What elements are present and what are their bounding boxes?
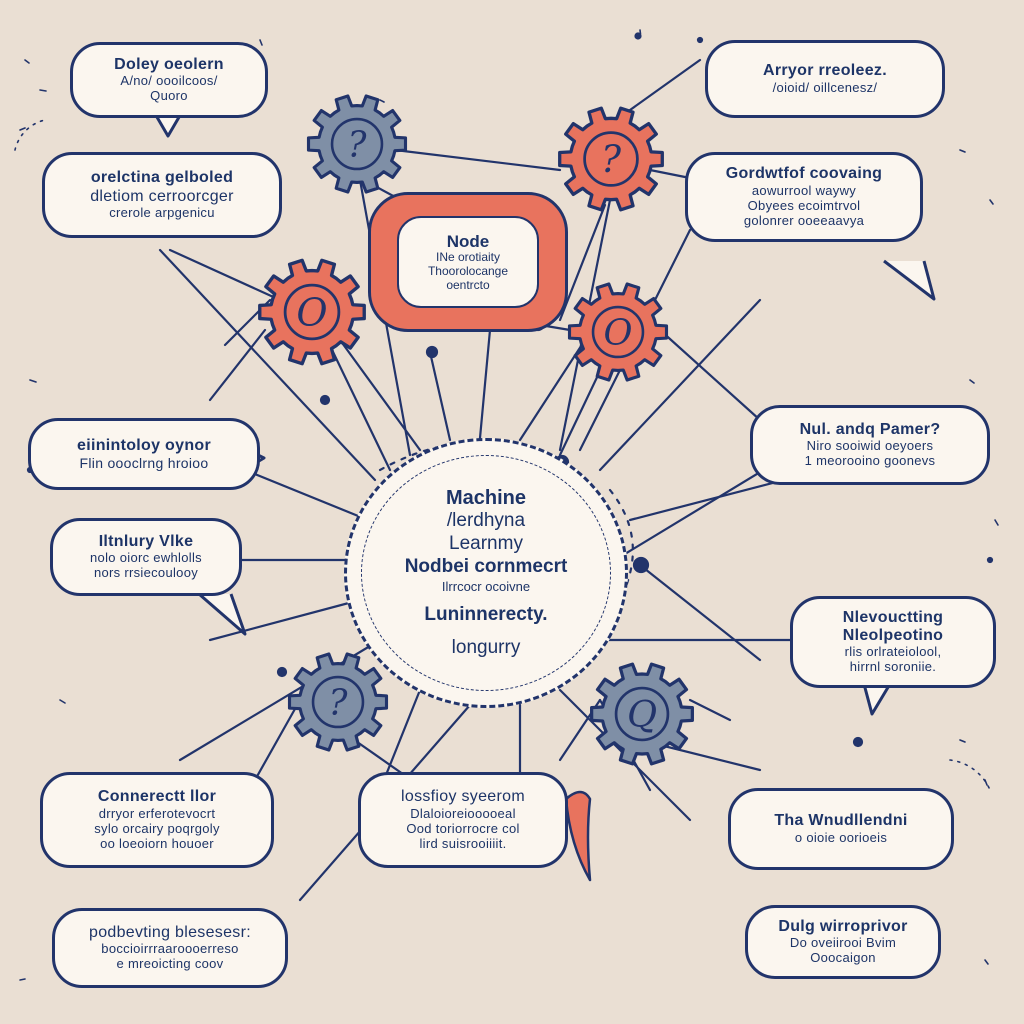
bubble-line: dletiom cerroorcger bbox=[90, 187, 234, 205]
bubble-line: drryor erferotevocrt bbox=[98, 805, 216, 821]
gear-glyph: ? bbox=[348, 124, 368, 165]
bubble-line: Ood toriorrocre col bbox=[406, 820, 520, 836]
gear-glyph: O bbox=[604, 312, 633, 353]
bubble-line: Arryor rreoleez. bbox=[763, 62, 887, 80]
bubble-line: lird suisrooiiiit. bbox=[419, 835, 507, 851]
center-node-line: INe orotiaity bbox=[435, 250, 501, 265]
gear-icon: ? bbox=[306, 94, 408, 194]
gear-icon: Q bbox=[590, 662, 694, 766]
bubble-line: Dulg wirroprivor bbox=[778, 917, 908, 935]
bubble-line: Connerectt llor bbox=[97, 788, 217, 806]
note-bubble: podbevting blesesesr: boccioirrraaroooer… bbox=[52, 908, 288, 988]
bubble-tail bbox=[883, 259, 936, 301]
bubble-line: 1 meorooino goonevs bbox=[804, 453, 936, 469]
machine-learning-hub: Machine /lerdhyna Learnmy Nodbei cornmec… bbox=[344, 438, 628, 708]
bubble-line: eiinintoloy oynor bbox=[77, 436, 211, 454]
hub-line: Ilrrcocr ocoivne bbox=[441, 578, 531, 594]
note-bubble: Dulg wirroprivor Do oveiirooi Bvim Oooca… bbox=[745, 905, 941, 979]
bubble-line: nolo oiorc ewhlolls bbox=[90, 550, 202, 566]
gear-body bbox=[558, 106, 664, 212]
note-bubble: eiinintoloy oynor Flin oooclrng hroioo bbox=[28, 418, 260, 490]
bubble-line: boccioirrraaroooerreso bbox=[101, 941, 239, 957]
bubble-tail bbox=[198, 592, 247, 636]
note-bubble: Arryor rreoleez. /oioid/ oillcenesz/ bbox=[705, 40, 945, 118]
bubble-tail bbox=[564, 790, 592, 882]
gear-body bbox=[306, 94, 408, 194]
note-bubble: Nul. andq Pamer? Niro sooiwid oeyoers 1 … bbox=[750, 405, 990, 485]
gear-icon: O bbox=[258, 258, 366, 366]
bubble-line: Niro sooiwid oeyoers bbox=[806, 438, 934, 454]
bubble-line: sylo orcairy poqrgoly bbox=[94, 820, 220, 836]
gear-glyph: ? bbox=[601, 137, 622, 181]
hub-line: Learnmy bbox=[449, 533, 523, 554]
center-node-panel: Node INe orotiaity Thoorolocange oentrct… bbox=[397, 216, 539, 308]
bubble-line: Flin oooclrng hroioo bbox=[79, 455, 209, 472]
bubble-line: o oioie oorioeis bbox=[794, 829, 888, 845]
gear-icon: ? bbox=[558, 106, 664, 212]
gear-body bbox=[567, 282, 669, 382]
gear-body bbox=[258, 258, 366, 366]
note-bubble: lossfioy syeerom Dlaloioreiooooeal Ood t… bbox=[358, 772, 568, 868]
bubble-line: Nul. andq Pamer? bbox=[799, 420, 941, 438]
note-bubble: Doley oeolern A/no/ oooilcoos/ Quoro bbox=[70, 42, 268, 118]
bubble-line: Tha Wnudllendni bbox=[774, 812, 908, 830]
bubble-line: crerole arpgenicu bbox=[109, 204, 215, 220]
center-node-line: oentrcto bbox=[446, 277, 490, 292]
hub-line: Luninnerecty. bbox=[424, 604, 548, 626]
gear-glyph: O bbox=[296, 290, 327, 334]
bubble-line: e mreoicting coov bbox=[116, 956, 224, 972]
bubble-line: oo loeoiorn houoer bbox=[100, 835, 214, 851]
center-node-line: Thoorolocange bbox=[427, 263, 509, 278]
gear-hub bbox=[614, 686, 670, 742]
center-node-title: Node bbox=[446, 231, 490, 251]
gear-glyph: Q bbox=[627, 693, 657, 736]
gear-icon: ? bbox=[287, 652, 389, 752]
gear-hub bbox=[311, 675, 365, 729]
bubble-line: Nleolpeotino bbox=[842, 627, 944, 645]
bubble-line: Iltnlury Vlke bbox=[98, 532, 194, 550]
bubble-line: Dlaloioreiooooeal bbox=[410, 805, 516, 821]
hub-title: Machine bbox=[445, 487, 527, 510]
bubble-line: lossfioy syeerom bbox=[401, 788, 525, 806]
bubble-line: golonrer ooeeaavya bbox=[743, 212, 865, 228]
bubble-tail bbox=[152, 111, 184, 138]
bubble-line: orelctina gelboled bbox=[90, 169, 234, 187]
gear-glyph: ? bbox=[329, 682, 349, 723]
center-node: Node INe orotiaity Thoorolocange oentrct… bbox=[368, 192, 568, 332]
bubble-line: /oioid/ oillcenesz/ bbox=[772, 79, 878, 95]
bubble-line: rlis orlrateiolool, bbox=[844, 644, 942, 660]
gear-hub bbox=[583, 131, 639, 187]
bubble-line: Obyees ecoimtrvol bbox=[747, 197, 861, 213]
note-bubble: orelctina gelboled dletiom cerroorcger c… bbox=[42, 152, 282, 238]
bubble-line: Quoro bbox=[150, 88, 188, 104]
bubble-line: nors rrsiecoulooy bbox=[93, 565, 199, 581]
bubble-tail bbox=[862, 683, 892, 716]
gear-icon: O bbox=[567, 282, 669, 382]
gear-hub bbox=[330, 117, 384, 171]
note-bubble: Connerectt llor drryor erferotevocrt syl… bbox=[40, 772, 274, 868]
hub-line: longurry bbox=[451, 636, 521, 658]
note-bubble: Iltnlury Vlke nolo oiorc ewhlolls nors r… bbox=[50, 518, 242, 596]
bubble-line: Gordwtfof coovaing bbox=[725, 165, 883, 183]
gear-body bbox=[590, 662, 694, 766]
bubble-line: aowurrool waywy bbox=[751, 182, 857, 198]
gear-body bbox=[287, 652, 389, 752]
note-bubble: Nlevouctting Nleolpeotino rlis orlrateio… bbox=[790, 596, 996, 688]
hub-line: Nodbei cornmecrt bbox=[404, 555, 568, 577]
hub-line: /lerdhyna bbox=[446, 510, 526, 532]
bubble-line: hirrnl soroniie. bbox=[849, 659, 937, 675]
hub-inner-ring: Machine /lerdhyna Learnmy Nodbei cornmec… bbox=[361, 455, 611, 691]
bubble-line: Do oveiirooi Bvim bbox=[789, 935, 897, 951]
bubble-line: Ooocaigon bbox=[810, 950, 876, 966]
bubble-line: Nlevouctting bbox=[842, 608, 944, 626]
bubble-line: A/no/ oooilcoos/ bbox=[120, 73, 218, 89]
note-bubble: Gordwtfof coovaing aowurrool waywy Obyee… bbox=[685, 152, 923, 242]
bubble-line: podbevting blesesesr: bbox=[89, 923, 251, 941]
note-bubble: Tha Wnudllendni o oioie oorioeis bbox=[728, 788, 954, 870]
gear-hub bbox=[591, 305, 645, 359]
gear-hub bbox=[283, 283, 341, 341]
bubble-line: Doley oeolern bbox=[114, 55, 224, 73]
